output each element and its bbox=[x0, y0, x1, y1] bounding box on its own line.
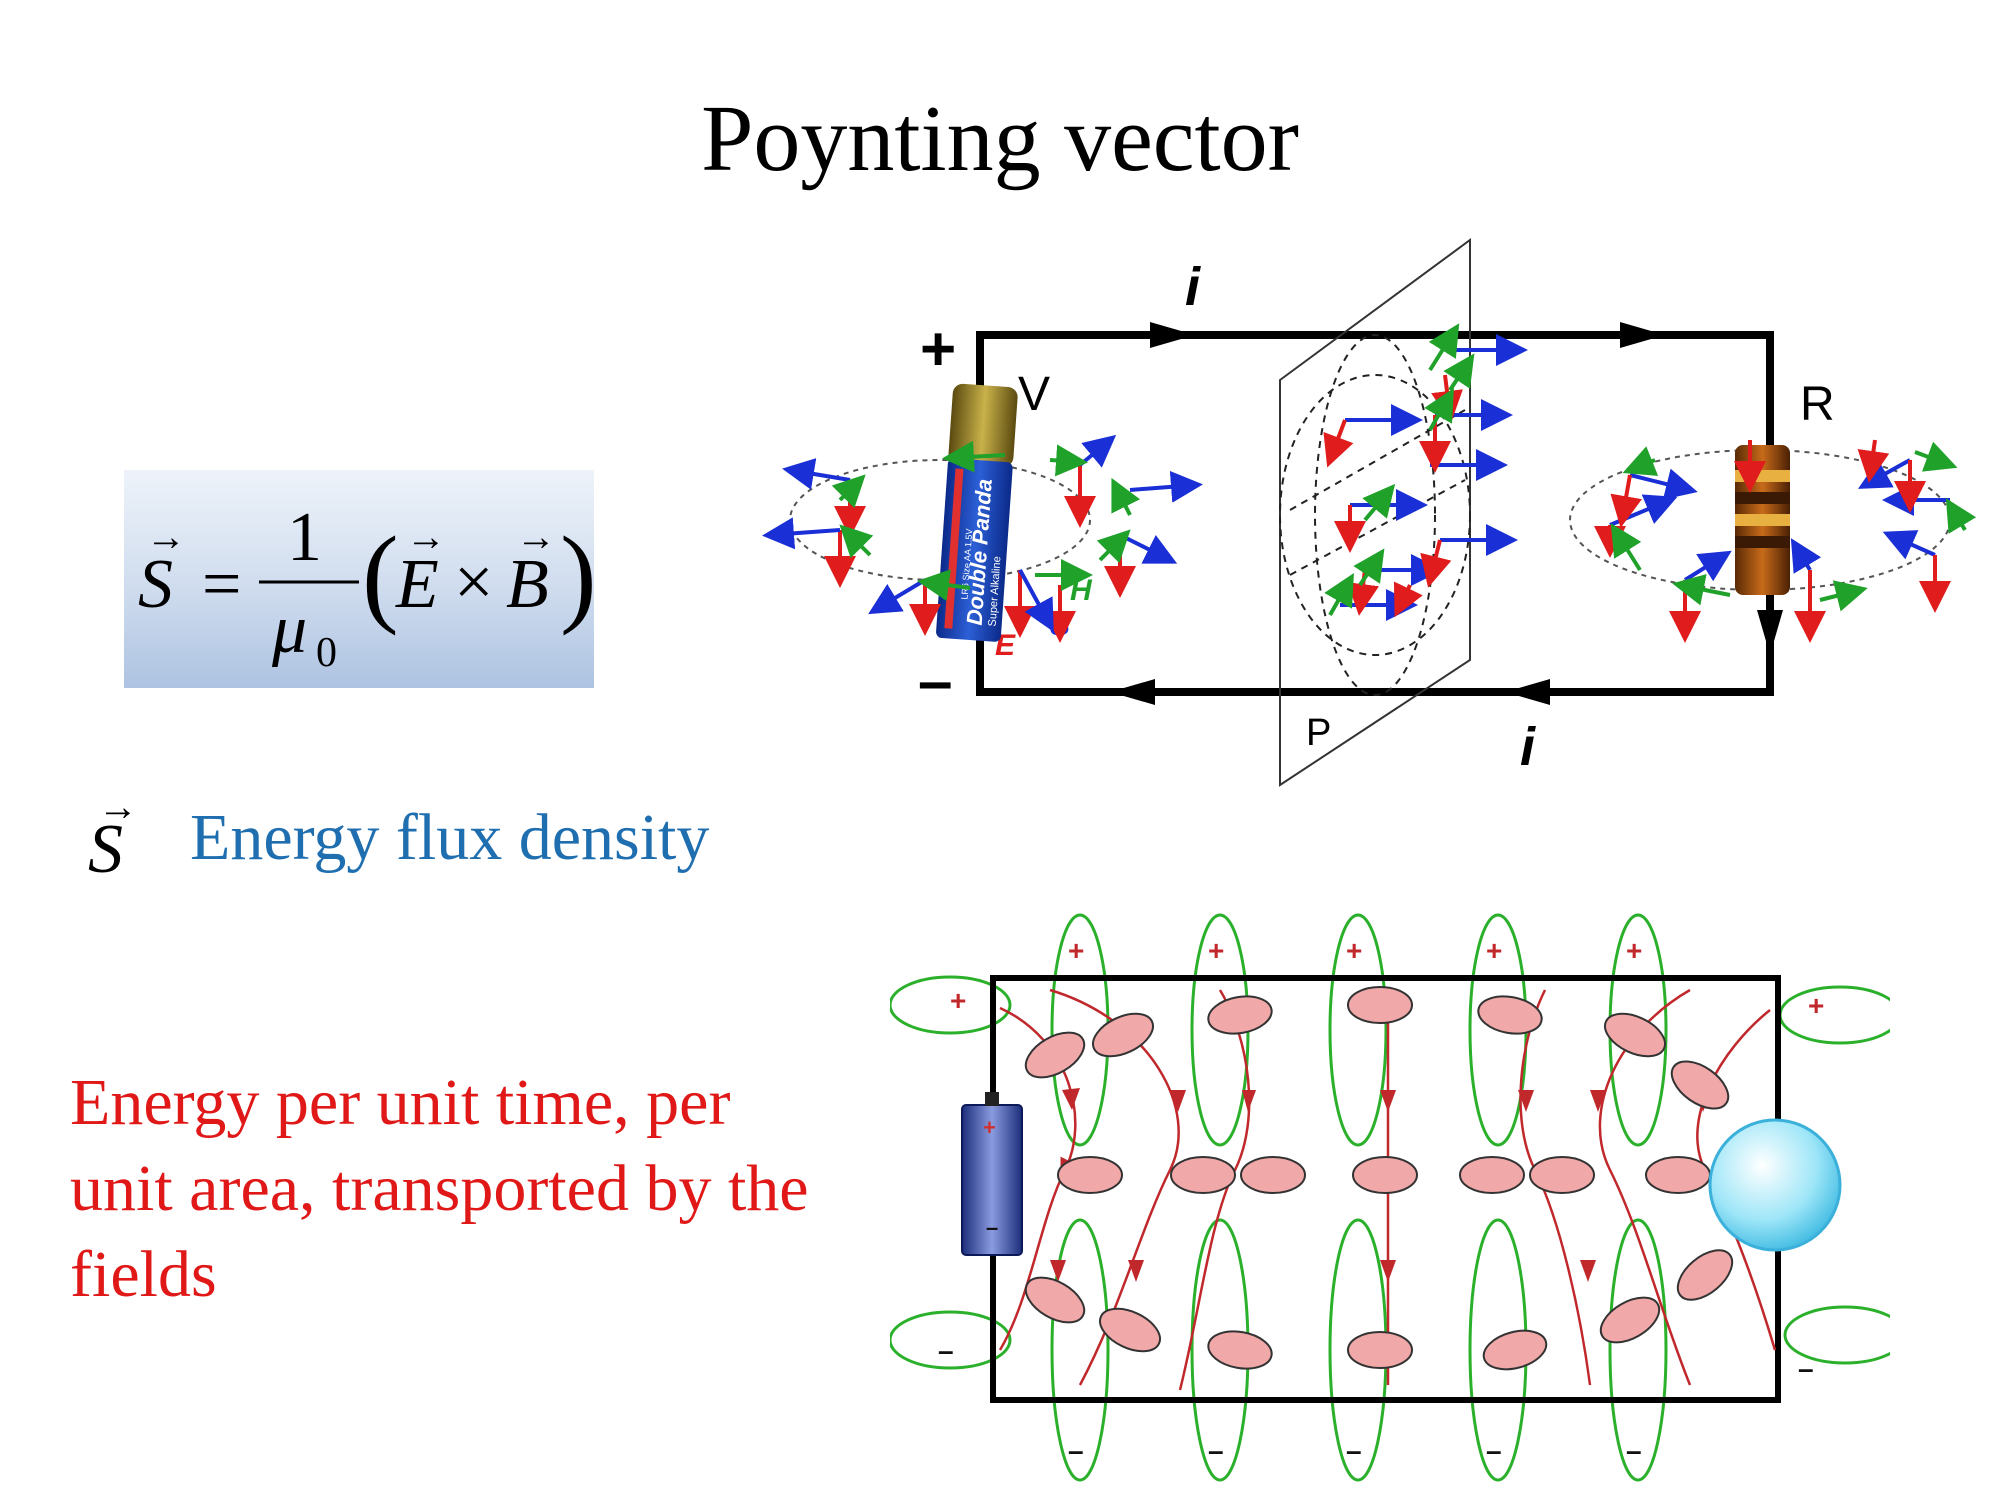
poynting-formula: S → = 1 μ 0 ( E → × B → ) bbox=[138, 499, 594, 676]
current-arrow-top-1 bbox=[1150, 322, 1195, 348]
energy-flux-label: Energy flux density bbox=[190, 801, 710, 874]
h-field-label: H bbox=[1070, 574, 1093, 607]
plane-field-lines bbox=[1279, 334, 1471, 696]
formula-b: B bbox=[506, 546, 549, 623]
current-arrow-top-2 bbox=[1620, 322, 1665, 348]
description-text: Energy per unit time, per unit area, tra… bbox=[70, 1066, 809, 1311]
formula-b-arrow: → bbox=[516, 514, 556, 559]
formula-lhs: S bbox=[138, 546, 173, 623]
svg-text:→: → bbox=[98, 790, 138, 829]
left-bottom-charge: – bbox=[938, 1335, 954, 1366]
current-label-bottom: i bbox=[1520, 717, 1536, 777]
circuit-wire bbox=[976, 331, 1774, 696]
page-title: Poynting vector bbox=[701, 87, 1299, 191]
bottom-charge-5: – bbox=[1626, 1435, 1642, 1466]
top-charge-2: + bbox=[1208, 935, 1224, 966]
resistor-field-arrows bbox=[1594, 439, 1977, 643]
top-charge-5: + bbox=[1626, 935, 1642, 966]
bottom-battery-minus: – bbox=[986, 1215, 998, 1240]
bottom-circuit-wire bbox=[990, 975, 1781, 1403]
poynting-circuit-diagram: i i + – V R P E H S Double Panda Super A… bbox=[762, 238, 1977, 787]
right-top-charge: + bbox=[1808, 990, 1824, 1021]
bottom-battery-plus: + bbox=[983, 1115, 996, 1140]
top-charge-4: + bbox=[1486, 935, 1502, 966]
formula-e: E bbox=[395, 546, 439, 623]
top-charge-1: + bbox=[1068, 935, 1084, 966]
left-paren: ( bbox=[362, 514, 399, 636]
battery-spec: LR6 Size AA 1.5V bbox=[959, 528, 974, 600]
plane-label: P bbox=[1306, 712, 1331, 754]
battery: Double Panda Super Alkaline LR6 Size AA … bbox=[936, 383, 1018, 642]
current-arrow-bottom-1 bbox=[1110, 679, 1155, 705]
bottom-battery: + – bbox=[961, 1092, 1023, 1256]
right-paren: ) bbox=[560, 514, 594, 636]
s-vector-symbol: S → bbox=[88, 790, 138, 888]
field-lines-circuit-diagram: + – + + + + + + + – – – – – – – bbox=[890, 913, 1890, 1482]
formula-denominator: μ bbox=[271, 591, 307, 668]
minus-terminal: – bbox=[918, 647, 952, 716]
top-charge-3: + bbox=[1346, 935, 1362, 966]
cross-section-plane bbox=[1279, 238, 1471, 787]
formula-lhs-arrow: → bbox=[146, 514, 186, 559]
plane-field-arrows bbox=[1323, 323, 1528, 621]
formula-numerator: 1 bbox=[287, 499, 322, 576]
bottom-charge-2: – bbox=[1208, 1435, 1224, 1466]
resistor bbox=[1735, 445, 1790, 595]
current-arrow-right bbox=[1757, 610, 1783, 655]
magnetic-field-loops bbox=[890, 913, 1890, 1482]
plus-terminal: + bbox=[920, 315, 956, 384]
left-top-charge: + bbox=[950, 985, 966, 1016]
battery-field-arrows bbox=[762, 434, 1203, 643]
battery-subtitle: Super Alkaline bbox=[987, 556, 1004, 627]
formula-box bbox=[124, 470, 594, 688]
light-bulb bbox=[1708, 1118, 1842, 1252]
current-arrow-bottom-2 bbox=[1505, 679, 1550, 705]
poynting-arrows bbox=[1024, 986, 1734, 1371]
formula-denominator-sub: 0 bbox=[316, 630, 337, 676]
bottom-charge-4: – bbox=[1486, 1435, 1502, 1466]
svg-text:S: S bbox=[88, 811, 123, 888]
right-bottom-charge: – bbox=[1798, 1353, 1814, 1384]
bottom-charge-1: – bbox=[1068, 1435, 1084, 1466]
bottom-charge-3: – bbox=[1346, 1435, 1362, 1466]
formula-times: × bbox=[454, 544, 493, 621]
voltage-label: V bbox=[1018, 368, 1050, 421]
resistor-label: R bbox=[1800, 378, 1835, 431]
current-label-top: i bbox=[1185, 257, 1201, 317]
formula-equals: = bbox=[202, 546, 241, 623]
formula-e-arrow: → bbox=[406, 514, 446, 559]
